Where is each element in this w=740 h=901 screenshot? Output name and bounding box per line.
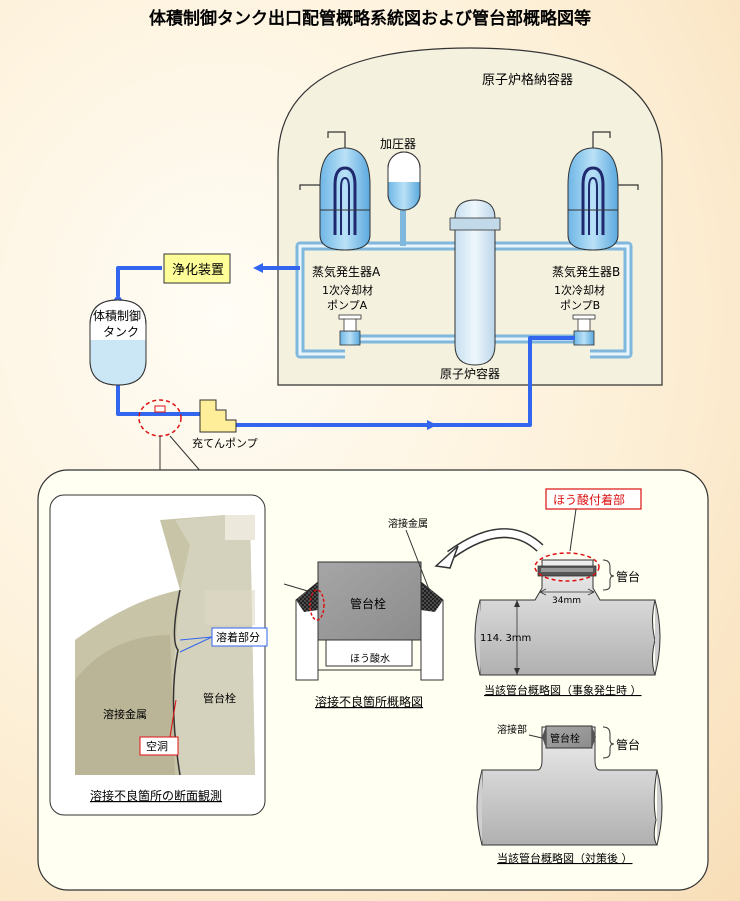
rcp-b-label-2: ポンプB (560, 299, 600, 312)
nozzle-after-schematic (476, 725, 663, 846)
photo-caption: 溶接不良箇所の断面観測 (90, 788, 222, 803)
rcp-a-label-1: 1次冷却材 (322, 283, 373, 297)
photo-label-weld-metal: 溶接金属 (103, 707, 147, 721)
containment-label: 原子炉格納容器 (482, 72, 573, 88)
page-title: 体積制御タンク出口配管概略系統図および管台部概略図等 (149, 8, 591, 29)
sg-a-label: 蒸気発生器A (312, 264, 381, 279)
nozzle-after-nozzle-label: 管台 (616, 737, 640, 752)
purifier-box (163, 253, 231, 284)
nozzle-event-label: 管台 (616, 569, 640, 584)
nozzle-event-caption: 当該管台概略図（事象発生時 ） (484, 683, 642, 697)
nozzle-event-schematic (474, 552, 661, 676)
purifier-label: 浄化装置 (172, 263, 224, 278)
nozzle-after-plug-label: 管台栓 (550, 732, 580, 745)
boric-deposit-label: ほう酸付着部 (553, 492, 625, 507)
defect-label-nozzle-plug: 管台栓 (350, 596, 386, 611)
rcp-a-label-2: ポンプA (327, 299, 368, 312)
photo-label-void-box (139, 736, 179, 756)
photo-label-weld-part: 溶着部分 (216, 630, 260, 644)
steam-generator-b (567, 131, 639, 251)
cross-section-photo (75, 515, 255, 776)
defect-schematic (283, 529, 444, 681)
defect-label-boric-water: ほう酸水 (350, 652, 390, 665)
volume-control-tank (89, 294, 147, 386)
pressurizer-label: 加圧器 (380, 137, 416, 151)
charging-pump (199, 399, 237, 433)
defect-location-marker (154, 405, 166, 413)
reactor-vessel-label: 原子炉容器 (440, 366, 500, 381)
steam-generator-a (299, 131, 371, 251)
cvcs-piping (116, 263, 575, 430)
dim-34mm: 34mm (552, 596, 581, 606)
nozzle-after-caption: 当該管台概略図（対策後 ） (497, 851, 633, 865)
defect-label-weld-metal: 溶接金属 (388, 517, 428, 530)
vct-label-2: タンク (103, 325, 139, 339)
photo-label-nozzle-plug: 管台栓 (203, 691, 236, 705)
pressurizer (387, 151, 421, 211)
reactor-vessel (449, 199, 501, 366)
charging-pump-label: 充てんポンプ (192, 436, 258, 450)
photo-label-void: 空洞 (146, 739, 168, 753)
dim-114mm: 114. 3mm (480, 633, 531, 644)
defect-location-circle (138, 399, 182, 437)
boric-deposit-label-box (545, 488, 642, 510)
nozzle-after-weld-label: 溶接部 (497, 723, 527, 736)
sg-b-label: 蒸気発生器B (552, 264, 620, 279)
reactor-coolant-pump-a (338, 314, 362, 346)
defect-caption: 溶接不良箇所概略図 (315, 694, 423, 709)
vct-label-1: 体積制御 (93, 308, 141, 323)
rcp-b-label-1: 1次冷却材 (554, 283, 605, 297)
